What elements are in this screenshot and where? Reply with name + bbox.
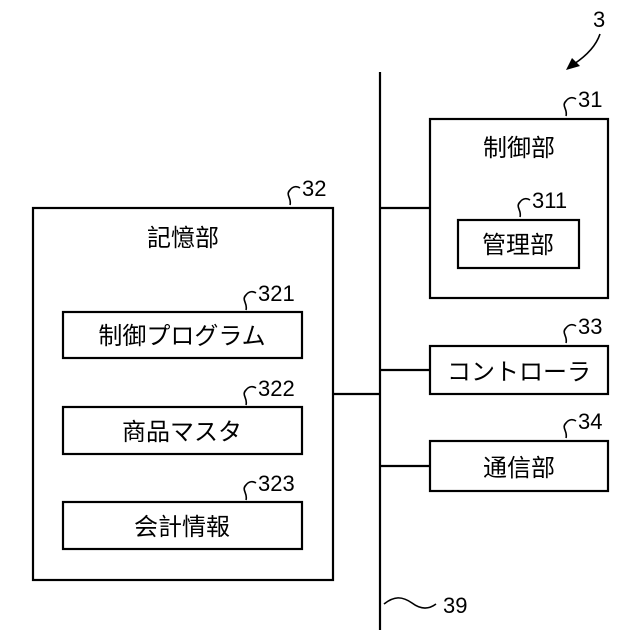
management-unit-label: 管理部 — [482, 231, 554, 259]
management-unit-ref-number: 311 — [532, 188, 567, 213]
control-program-label: 制御プログラム — [98, 322, 265, 350]
control-program-ref-number: 321 — [258, 281, 295, 306]
product-master-ref-number: 322 — [258, 376, 295, 401]
accounting-info-label: 会計情報 — [134, 513, 230, 541]
control-unit-ref-number: 31 — [578, 87, 602, 112]
bus-ref-leader — [384, 598, 436, 608]
comm-unit-ref-number: 34 — [578, 409, 602, 434]
accounting-info-ref-number: 323 — [258, 471, 295, 496]
controller-ref-leader — [564, 325, 576, 343]
device-ref-arrow — [574, 34, 600, 64]
storage-label: 記憶部 — [147, 224, 219, 252]
storage-ref-number: 32 — [302, 176, 326, 201]
device-ref-arrowhead — [566, 58, 580, 70]
storage-ref-leader — [288, 187, 300, 205]
control-unit-label: 制御部 — [483, 134, 555, 162]
controller-ref-number: 33 — [578, 314, 602, 339]
comm-unit-label: 通信部 — [483, 454, 555, 482]
product-master-label: 商品マスタ — [122, 418, 242, 446]
control-unit-ref-leader — [564, 98, 576, 116]
controller-label: コントローラ — [447, 358, 591, 386]
comm-unit-ref-leader — [564, 420, 576, 438]
bus-ref-number: 39 — [443, 593, 467, 618]
device-ref-number: 3 — [593, 7, 605, 32]
